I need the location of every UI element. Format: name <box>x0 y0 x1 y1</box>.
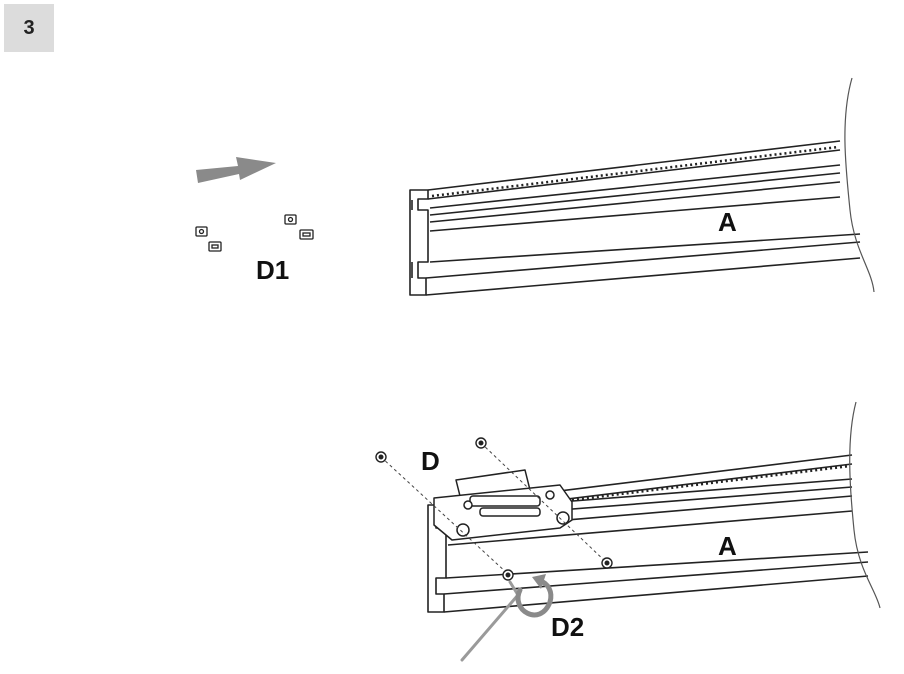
rail-track-dots <box>571 464 851 502</box>
screw-icon <box>475 437 487 449</box>
step-number-badge: 3 <box>4 4 54 52</box>
curtain-rail-bottom <box>427 454 869 613</box>
label-d: D <box>421 446 440 476</box>
label-d2: D2 <box>551 612 584 642</box>
screw-icon <box>601 557 613 569</box>
glide-part-icon <box>195 226 208 237</box>
label-a-top: A <box>718 207 737 237</box>
wall-edge <box>844 77 875 293</box>
label-d1: D1 <box>256 255 289 285</box>
wall-edge <box>849 401 881 609</box>
rotation-arrow-icon <box>515 578 554 618</box>
curtain-rail-top <box>409 140 861 296</box>
glide-part-icon <box>208 241 222 252</box>
rail-track-dots <box>431 145 839 198</box>
screw-guide-lines <box>380 442 608 575</box>
glide-part-icon <box>299 229 314 240</box>
push-arrow-icon <box>196 157 276 183</box>
hex-key-icon <box>460 580 520 662</box>
glide-part-icon <box>284 214 297 225</box>
screw-icon <box>502 569 514 581</box>
screw-icon <box>375 451 387 463</box>
rotation-arrowhead <box>532 574 546 589</box>
label-a-bottom: A <box>718 531 737 561</box>
mounting-bracket <box>433 469 573 541</box>
